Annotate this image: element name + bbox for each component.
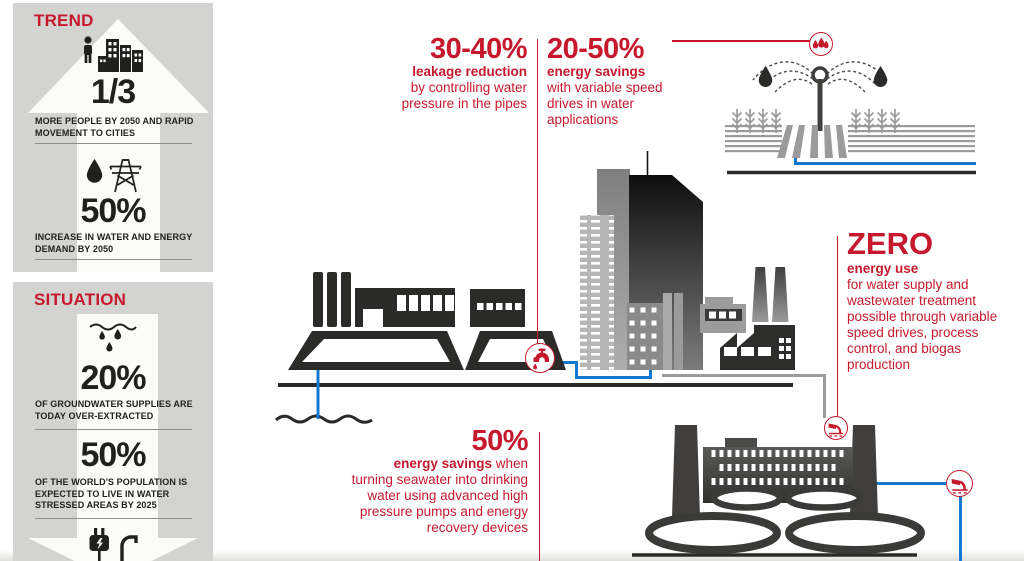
annotation-line-zero [836,236,839,418]
stat-value: 1/3 [90,73,136,111]
annotation-line-desal [538,432,541,561]
stat-caption: OF GROUNDWATER SUPPLIES ARE TODAY OVER-E… [35,399,193,421]
groundwater-wave-line [275,414,373,424]
callout-text: for water supply and wastewater treatmen… [847,276,998,372]
clarifier-tank [645,512,781,554]
callout-zero: ZERO energy use for water supply and was… [847,226,999,373]
panel-title: TREND [34,11,94,30]
person-city-icon [84,36,143,72]
divider [35,518,192,519]
groundwater-icon [89,323,137,352]
clarifier-tank [784,485,864,511]
water-drops-icon [809,32,833,56]
plug-tap-icon [89,528,138,561]
stat-value: 20% [80,359,146,397]
callout-desalination: 50% energy savings when turning seawater… [350,425,529,536]
callout-bold: energy savings [547,64,646,80]
trend-panel: TREND 1/3 MORE PEOP [13,3,213,272]
annotation-line-irrigation [672,40,811,42]
callout-text: with variable speed drives in water appl… [547,80,663,128]
outfall-icon [824,416,848,440]
drop-pylon-icon [86,159,142,193]
outfall-icon [946,470,973,497]
city-supply-pipe [550,356,652,379]
callout-bold: leakage reduction [412,64,527,80]
page-bottom-fade [0,550,1024,561]
annotation-line-tap [536,39,539,345]
up-arrow-shape [28,19,209,272]
stat-caption: INCREASE IN WATER AND ENERGY DEMAND BY 2… [35,232,193,254]
panel-title: SITUATION [34,290,127,309]
callout-drives: 20-50% energy savings with variable spee… [547,34,679,128]
irrigation-field-illustration [725,61,975,158]
callout-leakage: 30-40% leakage reduction by controlling … [357,33,528,112]
callout-value: 50% [471,425,528,457]
stat-caption: MORE PEOPLE BY 2050 AND RAPID MOVEMENT T… [35,116,194,138]
stat-value: 50% [80,192,146,230]
wastewater-plant-illustration [645,425,925,554]
stat-value: 50% [80,436,146,474]
city-skyline-illustration [580,151,795,370]
divider [35,259,192,260]
callout-value: 30-40% [430,33,527,65]
stat-caption: OF THE WORLD'S POPULATION IS EXPECTED TO… [35,477,188,511]
clarifier-tank [785,512,925,554]
callout-text: when turning seawater into drinking wate… [351,456,528,536]
callout-value: 20-50% [547,33,644,65]
callout-bold: energy savings [393,456,492,472]
callout-bold: energy use [847,260,919,276]
callout-text: by controlling water pressure in the pip… [401,80,527,112]
divider [35,143,192,144]
field-furrows [725,125,975,158]
callout-value: ZERO [847,226,934,261]
situation-panel: SITUATION 20% OF GROUNDWATER SUPPLIES AR… [13,282,213,561]
tap-icon [525,343,555,373]
down-arrow-shape [28,314,198,561]
clarifier-tank [710,485,784,511]
water-drop-shapes [758,66,888,87]
divider [35,429,192,430]
sewer-pipe [662,374,826,418]
